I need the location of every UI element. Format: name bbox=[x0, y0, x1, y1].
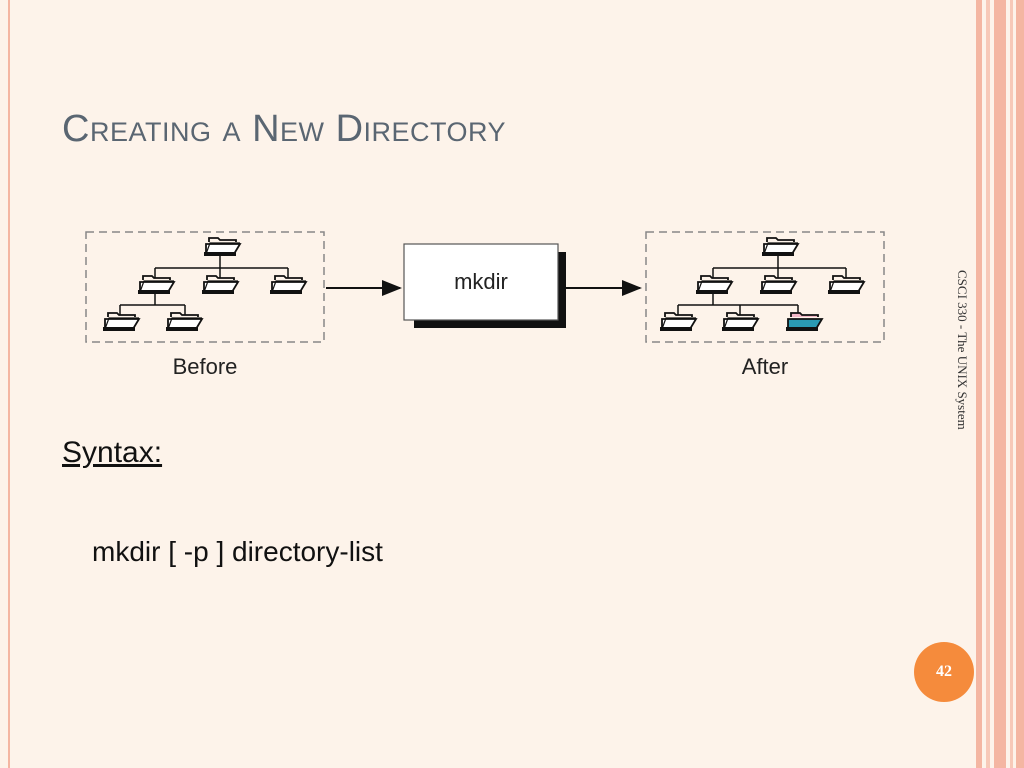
side-decoration bbox=[976, 0, 1024, 768]
folder-icon bbox=[721, 312, 759, 332]
new-folder-icon bbox=[786, 312, 824, 331]
folder-icon bbox=[137, 275, 175, 295]
folder-icon bbox=[165, 312, 203, 332]
folder-icon bbox=[102, 312, 140, 332]
folder-icon bbox=[269, 275, 307, 295]
after-label: After bbox=[742, 354, 788, 379]
folder-icon bbox=[659, 312, 697, 332]
syntax-label: Syntax: bbox=[62, 436, 163, 469]
folder-icon bbox=[761, 237, 799, 257]
before-tree: Before bbox=[85, 231, 325, 379]
slide-title: Creating a New Directory bbox=[62, 108, 507, 150]
after-tree: After bbox=[645, 231, 885, 379]
mkdir-label: mkdir bbox=[454, 269, 508, 294]
side-footer: CSCI 330 - The UNIX System bbox=[955, 270, 970, 430]
folder-icon bbox=[827, 275, 865, 295]
folder-icon bbox=[203, 237, 241, 257]
before-label: Before bbox=[173, 354, 238, 379]
left-border bbox=[8, 0, 10, 768]
mkdir-command-box: mkdir bbox=[403, 243, 566, 328]
syntax-command: mkdir [ -p ] directory-list bbox=[92, 536, 383, 567]
mkdir-diagram: Before mkdir After bbox=[85, 231, 885, 379]
folder-icon bbox=[759, 275, 797, 295]
folder-icon bbox=[201, 275, 239, 295]
folder-icon bbox=[695, 275, 733, 295]
page-number-badge: 42 bbox=[914, 642, 974, 702]
page-number: 42 bbox=[936, 663, 952, 680]
